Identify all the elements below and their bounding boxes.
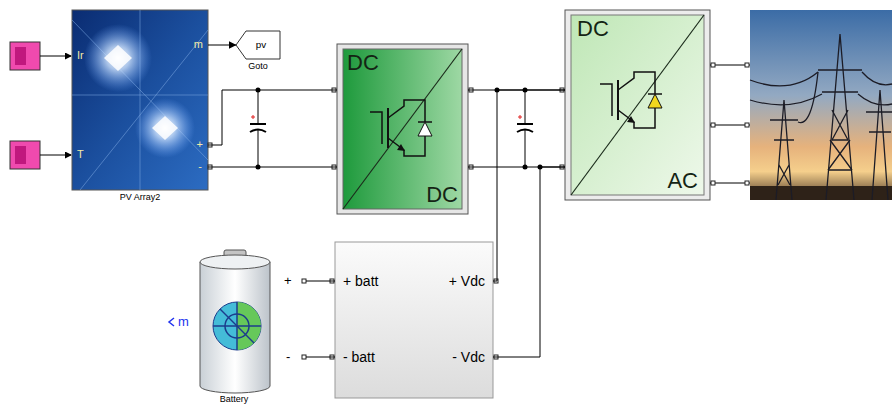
port-label: + xyxy=(284,274,292,287)
port-label: - Vdc xyxy=(452,349,485,365)
port-label: Ir xyxy=(77,50,84,61)
ac-line xyxy=(710,65,750,183)
port-label: T xyxy=(77,149,84,160)
converter-label: AC xyxy=(667,170,698,192)
bidirectional-converter: + batt - batt + Vdc - Vdc xyxy=(335,242,493,398)
goto-tag: pv xyxy=(242,39,280,50)
port-label: + xyxy=(197,139,203,150)
port-label: m xyxy=(194,39,203,50)
port-label: - batt xyxy=(343,349,375,365)
port-label: + Vdc xyxy=(449,273,485,289)
capacitor-symbol xyxy=(250,90,266,167)
pv-array-block: IrTm+-PV Array2 xyxy=(72,10,208,190)
bidirectional-converter-body xyxy=(335,242,493,398)
wire-connector xyxy=(208,45,236,46)
inverter-icon xyxy=(565,10,710,200)
step-source-block xyxy=(10,42,40,169)
capacitor-symbol xyxy=(517,90,533,167)
dc-dc-converter: DC DC xyxy=(337,44,468,214)
block-name: Goto xyxy=(236,62,280,71)
inverter-block: DC AC xyxy=(565,10,710,200)
block-name: Battery xyxy=(196,395,272,404)
port-label: + batt xyxy=(343,273,378,289)
wire-connector xyxy=(208,90,337,145)
converter-label: DC xyxy=(347,52,379,74)
junction-dot xyxy=(256,88,543,170)
port-label: - xyxy=(198,161,202,172)
port-label: - xyxy=(286,350,290,363)
wire-connector xyxy=(208,167,337,168)
signal-line xyxy=(40,56,71,155)
battery-icon xyxy=(169,250,270,393)
converter-label: DC xyxy=(426,184,458,206)
power-grid-image xyxy=(750,10,892,200)
pv-panel-image xyxy=(72,10,208,190)
wire-connector xyxy=(306,357,335,358)
wire-connector xyxy=(493,167,565,357)
battery-block: m+-Battery xyxy=(196,248,306,398)
goto-tag-shape xyxy=(236,31,280,59)
port-terminal xyxy=(208,63,749,359)
wire-connector xyxy=(306,281,335,282)
port-label: m xyxy=(178,315,189,328)
dc-dc-converter-icon xyxy=(337,44,468,214)
goto-block: pvGoto xyxy=(236,31,280,59)
converter-label: DC xyxy=(577,18,609,40)
wire-connector xyxy=(493,90,565,281)
block-name: PV Array2 xyxy=(72,193,208,202)
